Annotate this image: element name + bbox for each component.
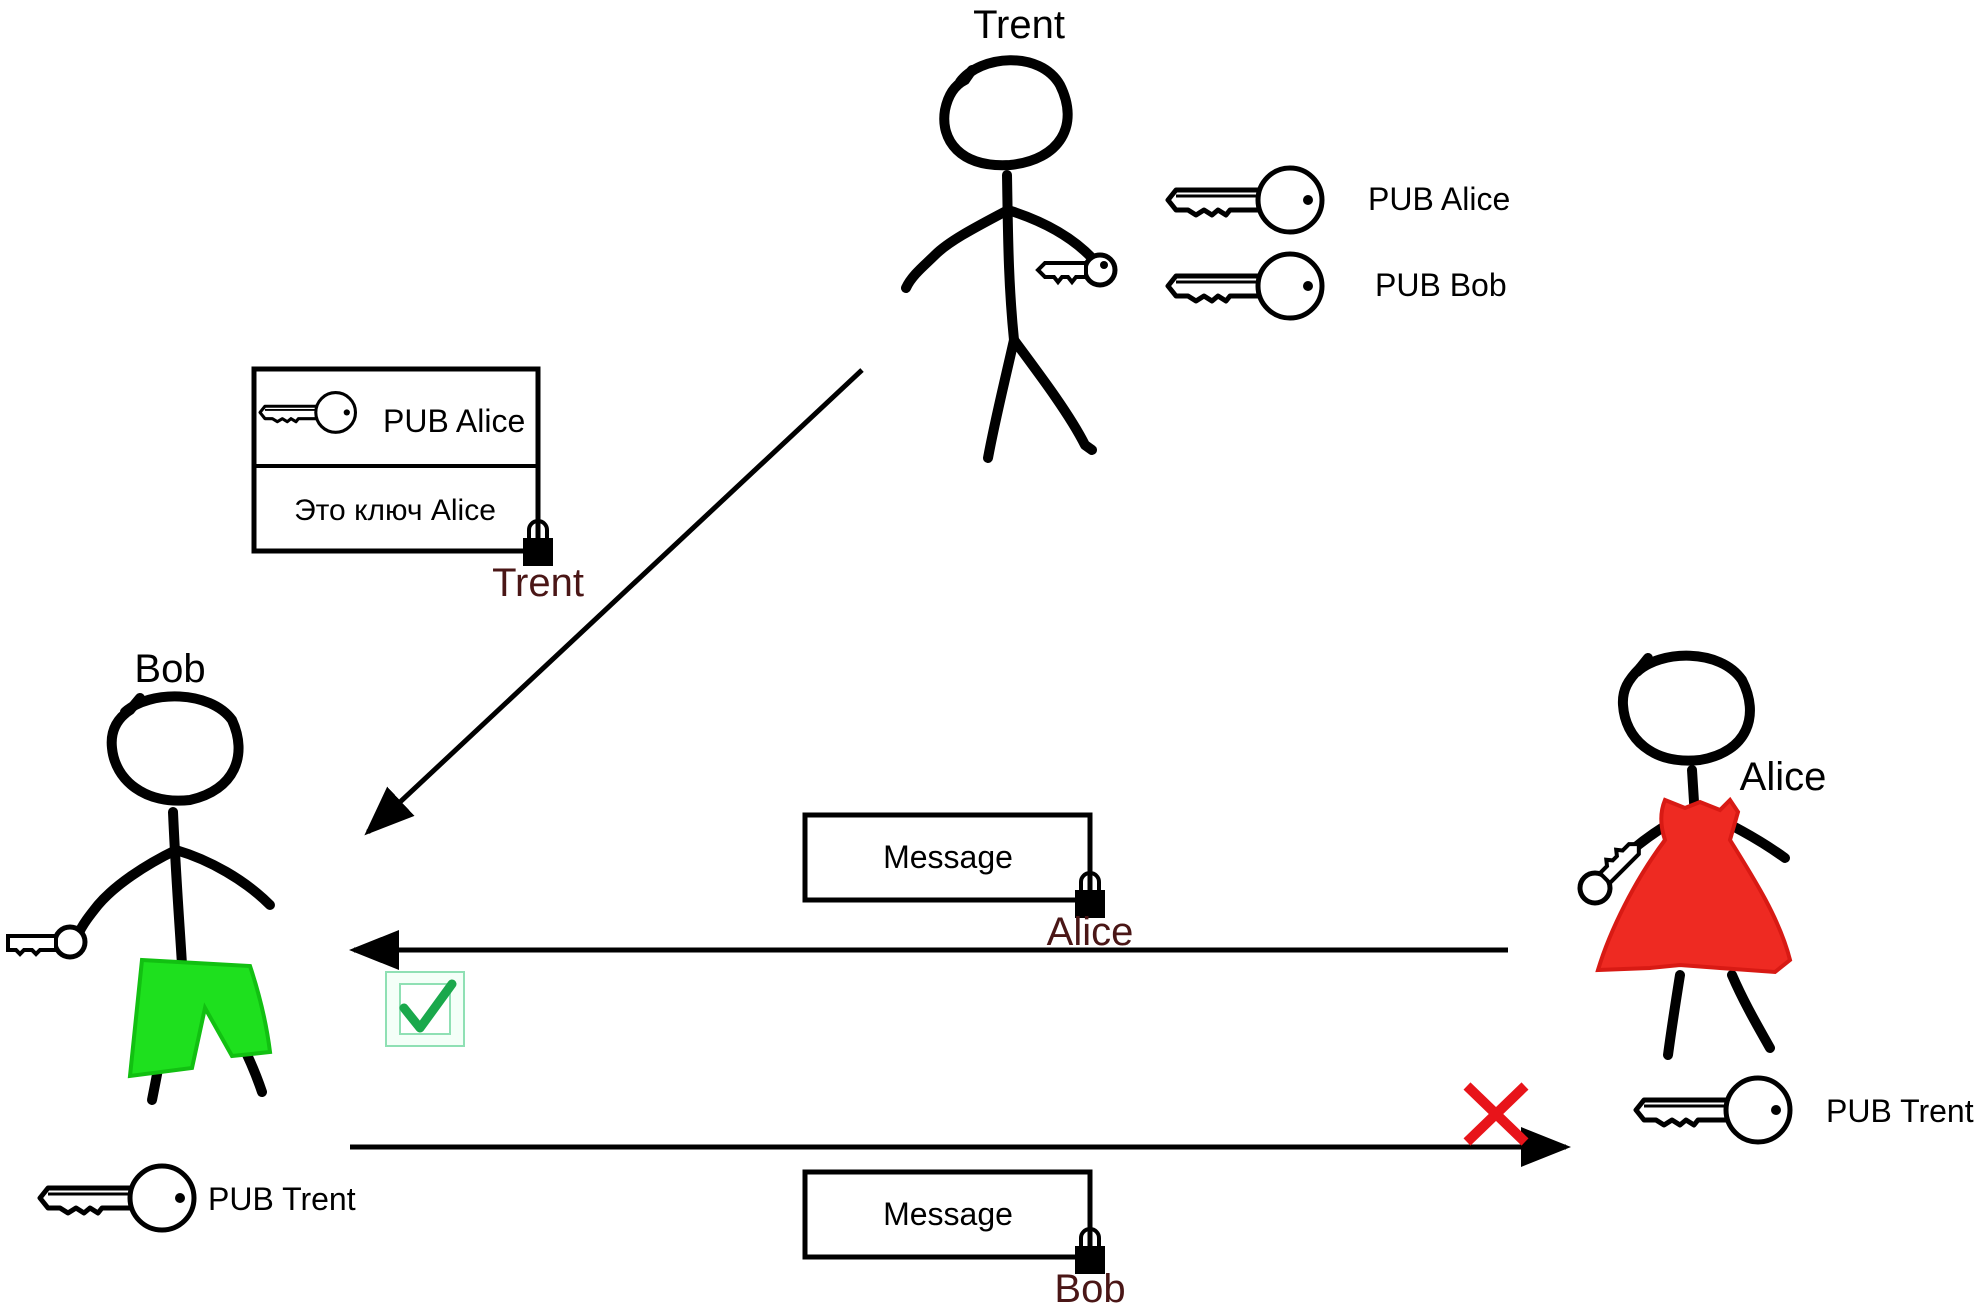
checkmark-icon xyxy=(399,979,457,1033)
alice-dress xyxy=(1595,796,1793,975)
bob-name: Bob xyxy=(134,647,205,691)
message-from-bob-box xyxy=(802,1169,1093,1260)
certificate-card: PUB Alice Это ключ Alice Trent xyxy=(251,366,584,605)
alice-hand-key-icon xyxy=(1577,842,1641,906)
message-from-bob-signer: Bob xyxy=(1054,1267,1125,1307)
bob-hand-key-icon xyxy=(6,924,88,960)
trent-key-pub-alice: PUB Alice xyxy=(1168,168,1510,232)
bob-shorts xyxy=(127,957,273,1079)
trent-name: Trent xyxy=(973,3,1065,47)
message-from-alice: Message Alice xyxy=(802,812,1134,954)
message-from-bob: Message Bob xyxy=(802,1169,1126,1307)
key-icon xyxy=(40,1166,194,1230)
message-from-bob-text: Message xyxy=(883,1196,1013,1232)
trent-key-pub-alice-label: PUB Alice xyxy=(1368,181,1510,217)
certificate-signer: Trent xyxy=(492,561,584,605)
bob-figure: Bob xyxy=(6,647,275,1105)
certificate-text: Это ключ Alice xyxy=(294,494,496,527)
verified-checkmark xyxy=(385,971,465,1047)
message-from-alice-signer: Alice xyxy=(1047,910,1134,954)
message-from-alice-text: Message xyxy=(883,839,1013,875)
trent-stick-figure xyxy=(901,55,1097,463)
alice-key-pub-trent: PUB Trent xyxy=(1636,1078,1974,1142)
alice-name: Alice xyxy=(1740,755,1827,799)
trent-key-pub-bob-label: PUB Bob xyxy=(1375,267,1507,303)
bob-key-pub-trent: PUB Trent xyxy=(40,1166,356,1230)
key-icon xyxy=(1168,168,1322,232)
message-from-alice-box xyxy=(802,812,1093,903)
trent-figure: Trent xyxy=(901,3,1118,463)
key-icon xyxy=(1636,1078,1790,1142)
key-icon xyxy=(1168,254,1322,318)
arrow-trent-to-bob xyxy=(364,368,864,836)
trent-key-pub-bob: PUB Bob xyxy=(1168,254,1507,318)
trent-hand-key-icon xyxy=(1035,252,1118,288)
alice-key-label: PUB Trent xyxy=(1826,1093,1974,1129)
trent-key-list: PUB Alice PUB Bob xyxy=(1168,168,1510,318)
alice-figure: Alice xyxy=(1577,650,1827,1060)
bob-key-label: PUB Trent xyxy=(208,1181,356,1217)
rejected-cross-icon xyxy=(1463,1082,1529,1146)
certificate-frame xyxy=(251,366,541,554)
certificate-key-label: PUB Alice xyxy=(383,403,525,439)
